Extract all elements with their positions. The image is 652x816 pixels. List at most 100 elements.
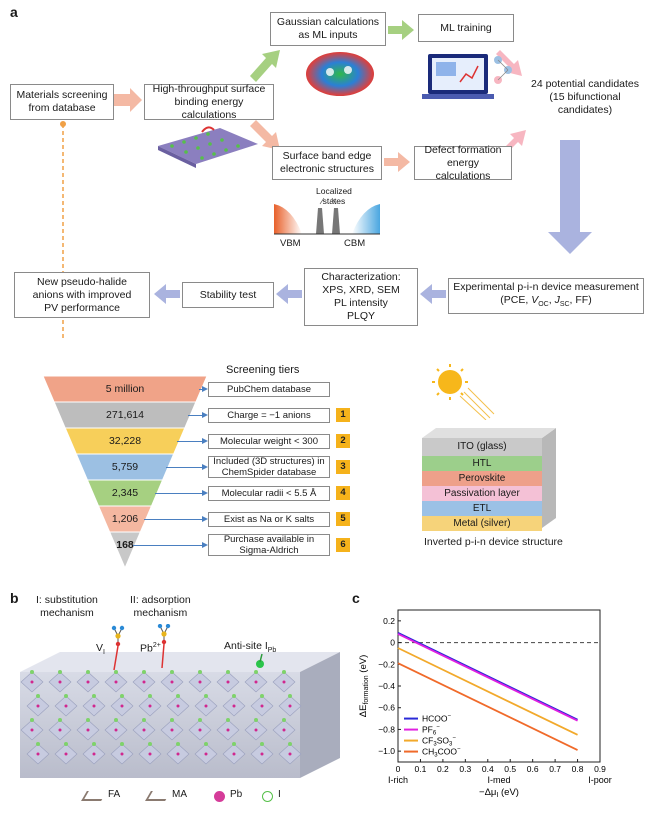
candidates-box: 24 potential candidates (15 bifunctional… [524,78,646,116]
y-tick-label: −1.0 [378,746,395,756]
pb-symbol: Pb [140,642,153,655]
funnel-count-1: 271,614 [106,409,144,421]
tier-arrowhead-2 [202,438,208,444]
pb-arrow [161,643,165,669]
characterization-line2: XPS, XRD, SEM [322,284,400,296]
arrow-screening-to-throughput [114,88,142,112]
defect-formation-line1: Defect formation [424,143,502,156]
i-atom [142,670,146,674]
jsc-symbol: J [554,293,560,306]
device-caption: Inverted p-i-n device structure [424,536,563,548]
pb-atom [232,752,236,756]
tier-criterion-5-line-0: Exist as Na or K salts [223,513,315,525]
laptop-ml-icon [422,54,512,99]
tier-criterion-3-line-0: Included (3D structures) in [213,456,325,467]
tier-number-6: 6 [336,538,350,552]
mechanism-1-line2: mechanism [40,607,94,619]
high-throughput-line1: High-throughput surface [152,82,266,95]
arrow-surface-to-defect [384,152,410,172]
surface-band-line1: Surface band edge [282,150,372,162]
molecule-esp-illustration [306,52,374,96]
i-atom [36,694,40,698]
x-axis-label-unit: (eV) [498,787,519,798]
pb-atom [64,752,68,756]
tier-criterion-1-line-0: Charge = −1 anions [227,409,311,421]
pb-atom [114,728,118,732]
i-atom [30,670,34,674]
antisite-subscript: Pb [267,647,277,655]
vi-subscript: I [103,649,105,657]
tier-arrow-5 [143,519,206,520]
new-anions-line3: PV performance [44,301,120,314]
y-tick-label: −0.4 [378,681,395,691]
legend-label-sup-2: − [452,736,456,742]
i-atom [142,718,146,722]
tier-criterion-0-line-0: PubChem database [227,383,311,395]
tier-arrowhead-5 [202,516,208,522]
device-layer-3: Passivation layer [422,486,542,501]
tier-number-3: 3 [336,460,350,474]
legend-label-mid-2: SO [437,736,450,746]
tier-criterion-6-line-1: Sigma-Aldrich [239,545,299,556]
tier-arrowhead-4 [202,490,208,496]
high-throughput-line2: binding energy calculations [174,95,244,121]
i-atom [86,718,90,722]
y-axis-label-main: ΔE [358,705,369,718]
pb-atom [282,728,286,732]
characterization-line1: Characterization: [321,271,401,283]
funnel-count-2: 32,228 [108,435,142,447]
mechanism-2-line1: II: adsorption [130,594,191,606]
localized-states-line2: states [322,196,346,206]
experimental-box: Experimental p-i-n device measurement (P… [448,278,644,314]
gaussian-box: Gaussian calculations as ML inputs [270,12,386,46]
x-tick-label: 0.6 [527,764,539,774]
y-tick-label: 0.2 [383,616,395,626]
device-stack-side [422,428,556,528]
pb-atom [36,752,40,756]
funnel-count-4: 2,345 [111,487,139,499]
gaussian-line1: Gaussian calculations [276,16,380,28]
candidates-line1: 24 potential candidates [531,77,639,90]
jsc-subscript: SC [559,301,570,309]
i-atom [36,742,40,746]
voc-symbol: V [531,293,539,306]
pb-atom [58,728,62,732]
tier-criterion-5: Exist as Na or K salts [208,511,330,527]
adsorbed-molecule-2 [157,624,171,645]
band-edge-diagram [274,197,380,235]
characterization-box: Characterization: XPS, XRD, SEM PL inten… [304,268,418,326]
pb-atom [92,704,96,708]
arrow-stability-to-anions [154,284,180,304]
tier-arrowhead-6 [202,542,208,548]
x-tick-label: 0.9 [594,764,606,774]
experimental-params-suffix: , FF) [569,293,592,306]
cbm-label: CBM [344,238,366,249]
panel-b-legend-label-0: FA [108,789,121,800]
i-atom [198,670,202,674]
pb-atom [142,728,146,732]
pb-atom [176,704,180,708]
i-atom [120,742,124,746]
candidates-line2: (15 bifunctional candidates) [549,90,621,116]
vi-arrow [113,645,119,671]
tier-criterion-0: PubChem database [208,381,330,397]
ml-training-box: ML training [418,14,514,42]
funnel-count-6: 168 [116,539,134,551]
pb-atom [198,728,202,732]
x-axis-label-sub: I [496,792,498,799]
legend-label-name-0: HCOO [422,714,448,724]
surface-band-box: Surface band edge electronic structures [272,146,382,180]
legend-label-1: PF6− [422,725,440,737]
region-label: I-poor [588,775,612,785]
pb-atom [36,704,40,708]
arrow-candidates-to-experimental [548,140,592,254]
tier-arrowhead-1 [202,412,208,418]
panel-c-letter: c [352,590,360,606]
x-axis-label: −ΔμI (eV) [479,787,519,799]
antisite-label: Anti-site IPb [224,640,276,654]
pb-atom [288,752,292,756]
i-atom [260,742,264,746]
